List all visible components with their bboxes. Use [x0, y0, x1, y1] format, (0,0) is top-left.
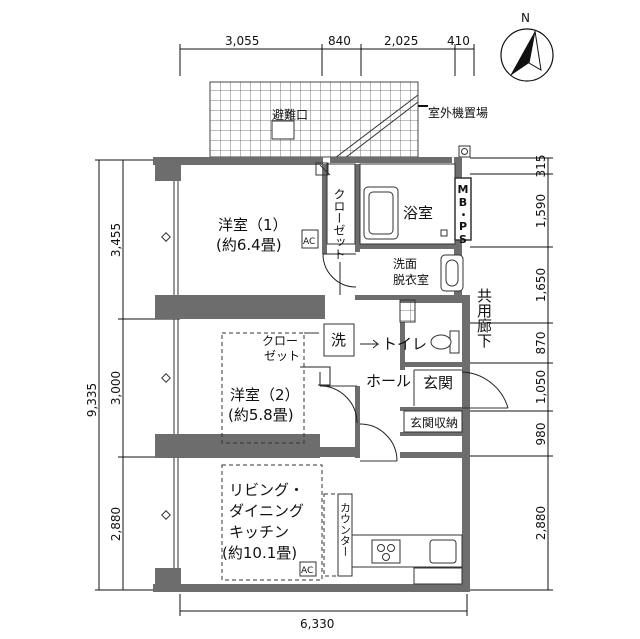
washroom-label-line2: 脱衣室 [393, 272, 429, 287]
dim-right-1: 315 [534, 155, 548, 178]
dim-bottom: 6,330 [300, 617, 334, 631]
ldk-label-line1: リビング・ [229, 481, 304, 499]
dim-left-total: 9,335 [85, 383, 99, 417]
ac-unit-2: AC [301, 566, 313, 576]
ac-unit-1: AC [303, 237, 315, 247]
balcony [209, 81, 419, 159]
top-dimension-line [179, 44, 475, 76]
dim-left-1: 3,455 [109, 223, 123, 257]
hall-label: ホール [366, 372, 411, 390]
north-compass-icon [500, 28, 554, 82]
western-room-1-size: (約6.4畳) [216, 236, 282, 254]
closet-1-label: クローゼット [332, 188, 346, 260]
washroom-label-line1: 洗面 [393, 257, 417, 271]
dim-right-4: 870 [534, 332, 548, 355]
ldk-size-label: (約10.1畳) [222, 544, 297, 562]
closet-2-label-line2: ゼット [264, 349, 300, 363]
dim-right-2: 1,590 [534, 194, 548, 228]
dim-top-1: 3,055 [225, 34, 259, 48]
bathroom-label: 浴室 [403, 204, 433, 222]
dim-top-3: 2,025 [384, 34, 418, 48]
western-room-2-name: 洋室（2） [230, 386, 300, 404]
bottom-dimension-line [179, 594, 468, 616]
right-dimension-line [470, 157, 553, 591]
toilet-icon [430, 330, 460, 354]
toilet-label: トイレ [382, 335, 427, 353]
window-markers [161, 232, 171, 520]
dim-top-2: 840 [328, 34, 351, 48]
entrance-storage-label: 玄関収納 [410, 415, 458, 430]
ldk-label-line3: キッチン [229, 523, 289, 541]
entrance-label: 玄関 [423, 374, 453, 392]
closet-2-label-line1: クロー [262, 334, 298, 348]
dim-left-3: 2,880 [109, 507, 123, 541]
common-corridor-label: 共用廊下 [475, 288, 493, 348]
dim-top-4: 410 [447, 34, 470, 48]
counter-label: カウンター [339, 502, 352, 557]
mbps-label: MB・PS [457, 183, 470, 246]
dim-right-7: 2,880 [534, 506, 548, 540]
meter-icon [458, 145, 471, 158]
ldk-label-line2: ダイニング [229, 502, 304, 520]
outdoor-unit-label: 室外機置場 [428, 105, 488, 120]
western-room-1-name: 洋室（1） [218, 216, 288, 234]
dim-right-6: 980 [534, 423, 548, 446]
north-label: N [521, 11, 530, 25]
dim-right-3: 1,650 [534, 268, 548, 302]
dim-left-2: 3,000 [109, 371, 123, 405]
western-room-2-size: (約5.8畳) [228, 406, 294, 424]
kitchen-counter [351, 534, 463, 585]
washer-label: 洗 [331, 331, 346, 349]
dim-right-5: 1,050 [534, 370, 548, 404]
evacuation-hatch-label: 避難口 [272, 107, 308, 122]
